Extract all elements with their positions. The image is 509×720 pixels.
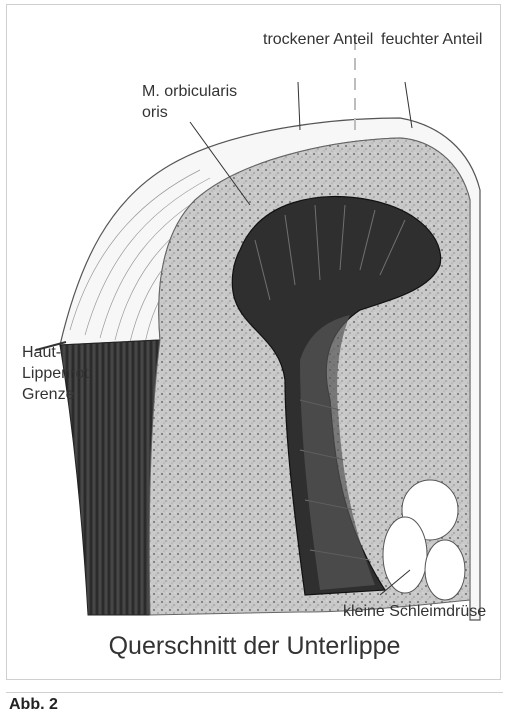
label-gland: kleine Schleimdrüse (343, 601, 486, 622)
label-dry-part: trockener Anteil (263, 29, 373, 50)
label-border: Haut-Lippenrot Grenze (22, 342, 102, 405)
label-muscle: M. orbicularis oris (142, 81, 262, 123)
caption-divider (6, 692, 503, 693)
figure-label: Abb. 2 (9, 696, 58, 714)
figure-caption: Querschnitt der Unterlippe (0, 632, 509, 661)
label-moist-part: feuchter Anteil (381, 29, 482, 50)
